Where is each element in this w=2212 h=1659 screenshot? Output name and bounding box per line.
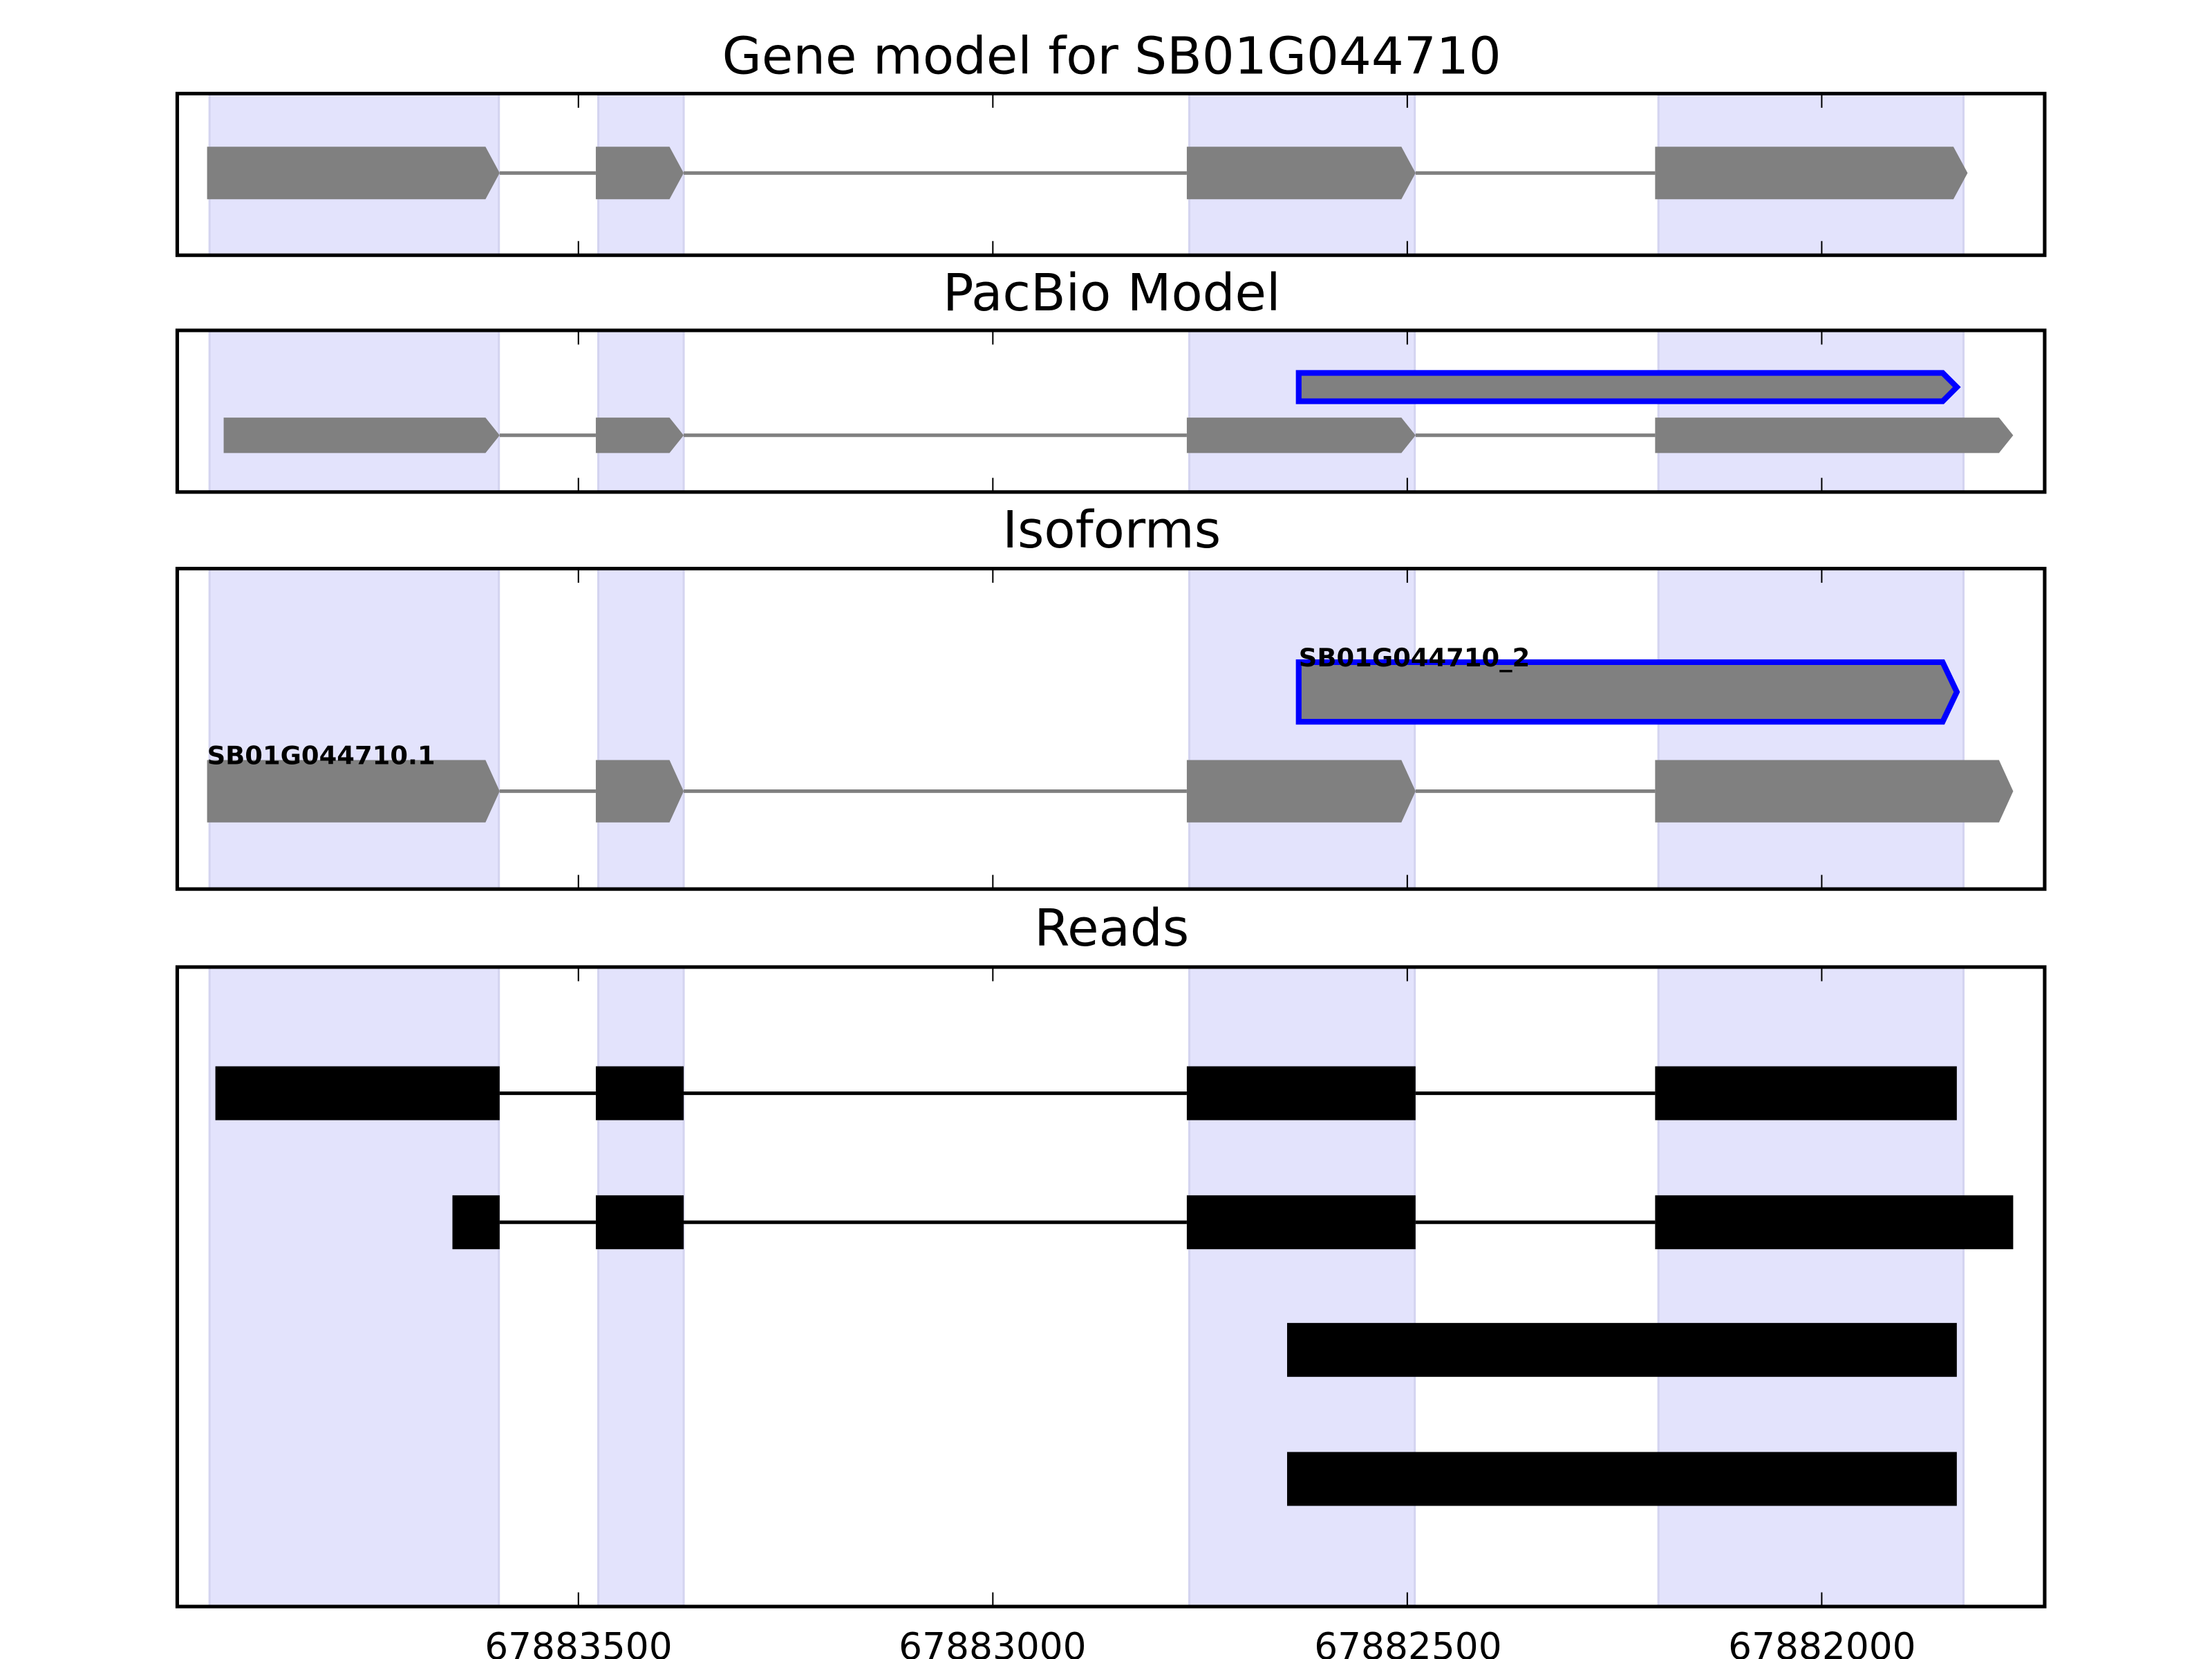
exon-shade-region bbox=[208, 329, 500, 494]
read-block bbox=[1655, 1066, 1957, 1121]
x-tick-label: 67883500 bbox=[485, 1624, 672, 1659]
exon-arrow bbox=[1186, 147, 1416, 200]
exon-arrow bbox=[595, 418, 684, 453]
exon-shade-region bbox=[208, 966, 500, 1608]
exon-arrow bbox=[1295, 370, 1961, 404]
panel-title-pacbio: PacBio Model bbox=[943, 263, 1281, 323]
read-block bbox=[452, 1195, 500, 1250]
exon-shade-region bbox=[597, 329, 685, 494]
exon-arrow bbox=[1655, 147, 1968, 200]
read-block bbox=[1186, 1066, 1416, 1121]
exon-shade-region bbox=[1657, 966, 1965, 1608]
exon-shade-region bbox=[597, 966, 685, 1608]
exon-arrow bbox=[595, 147, 684, 200]
read-block bbox=[1286, 1452, 1957, 1506]
exon-arrow bbox=[1655, 418, 2014, 453]
panel-title-gene-model: Gene model for SB01G044710 bbox=[722, 27, 1501, 86]
exon-arrow bbox=[1186, 418, 1416, 453]
exon-shade-region bbox=[1188, 329, 1416, 494]
isoform-label: SB01G044710_2 bbox=[1299, 643, 1530, 673]
exon-arrow bbox=[1655, 760, 2014, 823]
exon-shade-region bbox=[1188, 966, 1416, 1608]
panel-frame bbox=[175, 965, 2047, 1609]
exon-shade-region bbox=[1657, 568, 1965, 890]
exon-arrow bbox=[595, 760, 684, 823]
exon-shade-region bbox=[1657, 329, 1965, 494]
read-block bbox=[595, 1066, 684, 1121]
exon-shade-region bbox=[208, 568, 500, 890]
x-tick-label: 67882000 bbox=[1728, 1624, 1915, 1659]
read-block bbox=[1286, 1322, 1957, 1377]
x-tick-label: 67883000 bbox=[899, 1624, 1086, 1659]
panel-title-reads: Reads bbox=[1034, 899, 1189, 958]
read-block bbox=[215, 1066, 500, 1121]
x-tick-label: 67882500 bbox=[1314, 1624, 1501, 1659]
exon-arrow bbox=[1186, 760, 1416, 823]
panel-frame bbox=[175, 328, 2047, 494]
panel-frame bbox=[175, 91, 2047, 257]
exon-arrow bbox=[1295, 659, 1960, 725]
read-block bbox=[595, 1195, 684, 1250]
read-block bbox=[1655, 1195, 2014, 1250]
exon-shade-region bbox=[1188, 568, 1416, 890]
panel-title-isoforms: Isoforms bbox=[1002, 500, 1221, 560]
exon-arrow bbox=[207, 760, 500, 823]
panel-frame bbox=[175, 567, 2047, 891]
exon-arrow bbox=[223, 418, 500, 453]
exon-shade-region bbox=[597, 568, 685, 890]
read-block bbox=[1186, 1195, 1416, 1250]
isoform-label: SB01G044710.1 bbox=[207, 741, 435, 771]
exon-arrow bbox=[207, 147, 500, 200]
